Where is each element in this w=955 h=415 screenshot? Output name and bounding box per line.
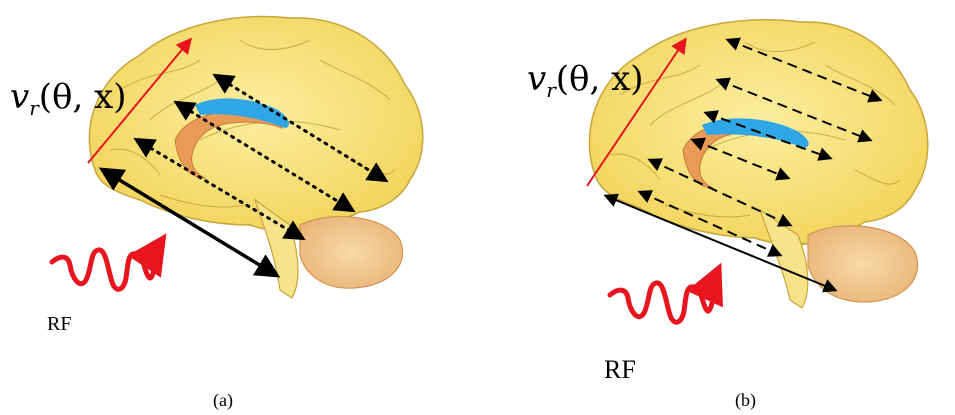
cerebellum	[808, 226, 918, 302]
panel-caption: (b)	[735, 390, 756, 411]
rf-arrow-head	[708, 270, 718, 292]
rf-arrow-head	[150, 240, 162, 258]
panel-a: vr(θ, x) RF (a)	[10, 17, 423, 411]
panel-caption: (a)	[213, 390, 233, 411]
vector-label: vr(θ, x)	[527, 59, 644, 102]
cerebrum	[89, 17, 422, 232]
rf-label: RF	[47, 313, 71, 335]
rf-label: RF	[604, 355, 636, 384]
rf-wave	[52, 250, 154, 289]
panel-b: vr(θ, x) RF (b)	[527, 20, 928, 411]
rf-wave	[610, 283, 712, 322]
cerebellum	[300, 217, 403, 289]
vector-label: vr(θ, x)	[10, 77, 127, 120]
